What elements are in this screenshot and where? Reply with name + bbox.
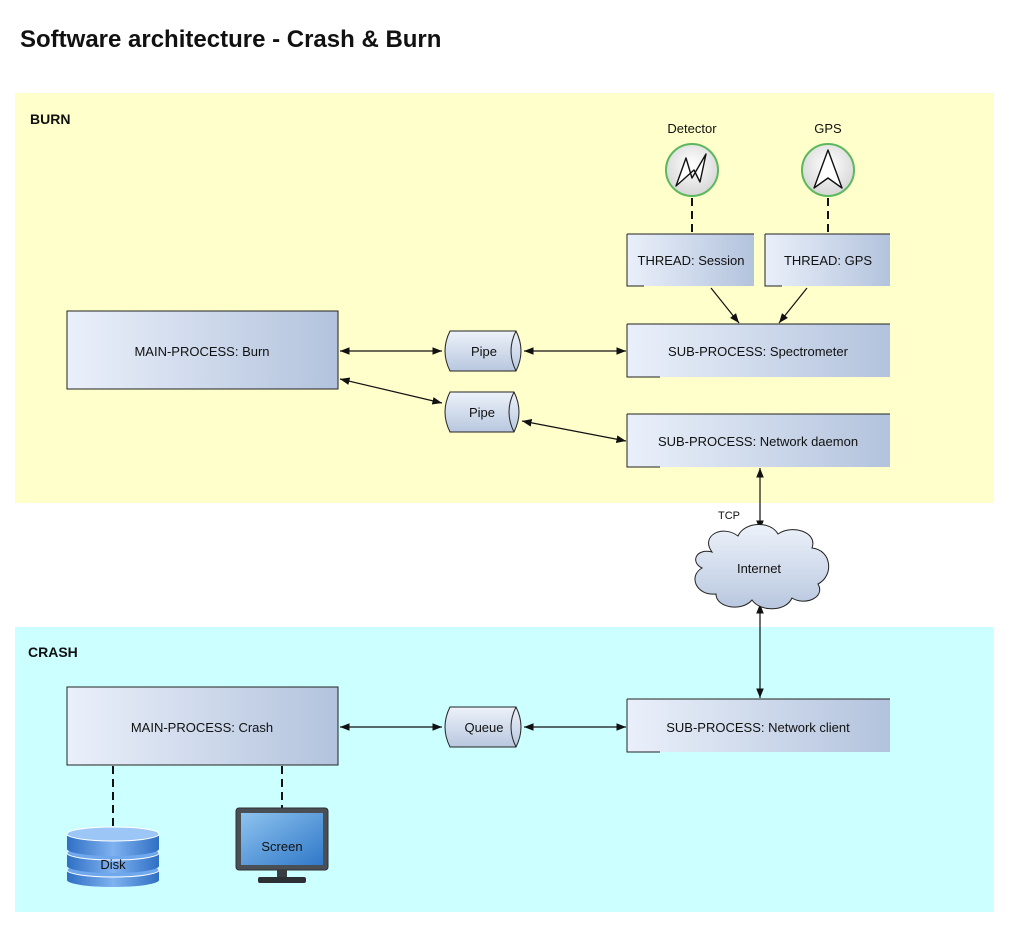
monitor-icon (235, 807, 329, 883)
screen-label: Screen (261, 839, 302, 854)
cloud-icon (694, 524, 830, 610)
sub-process-network-client-label: SUB-PROCESS: Network client (666, 720, 850, 735)
detector-label: Detector (667, 121, 717, 136)
arrow-pipe2-daemon (521, 419, 627, 443)
thread-gps-node[interactable]: THREAD: GPS (764, 233, 890, 287)
arrows (339, 287, 808, 731)
internet-cloud-node[interactable]: Internet (694, 524, 830, 610)
crash-zone (15, 627, 994, 912)
tcp-label: TCP (718, 510, 740, 522)
screen-node[interactable]: Screen (235, 807, 329, 883)
main-process-crash-label: MAIN-PROCESS: Crash (131, 720, 273, 735)
zigzag-signal-icon (675, 153, 707, 187)
burn-zone-label: BURN (30, 111, 70, 127)
dashed-links (112, 198, 829, 828)
sub-process-spectrometer-node[interactable]: SUB-PROCESS: Spectrometer (626, 323, 890, 378)
main-process-crash-node[interactable]: MAIN-PROCESS: Crash (66, 686, 339, 766)
gps-label: GPS (814, 121, 842, 136)
arrow-gps-spectrometer (778, 287, 808, 324)
queue-label: Queue (464, 720, 503, 735)
pipe-2-node[interactable]: Pipe (444, 391, 520, 433)
thread-gps-label: THREAD: GPS (784, 253, 872, 268)
disk-node[interactable]: Disk (66, 826, 160, 887)
gps-sensor[interactable] (801, 143, 855, 197)
main-process-burn-node[interactable]: MAIN-PROCESS: Burn (66, 310, 339, 390)
sub-process-network-client-node[interactable]: SUB-PROCESS: Network client (626, 698, 890, 753)
disk-label: Disk (100, 857, 126, 872)
navigation-arrow-icon (813, 149, 843, 189)
pipe-1-label: Pipe (471, 344, 497, 359)
sub-process-network-daemon-node[interactable]: SUB-PROCESS: Network daemon (626, 413, 890, 468)
crash-zone-label: CRASH (28, 644, 78, 660)
internet-label: Internet (737, 561, 781, 576)
thread-session-label: THREAD: Session (638, 253, 745, 268)
database-disk-icon (66, 826, 160, 887)
arrow-session-spectrometer (710, 287, 740, 324)
detector-sensor[interactable] (665, 143, 719, 197)
thread-session-node[interactable]: THREAD: Session (626, 233, 754, 287)
sub-process-spectrometer-label: SUB-PROCESS: Spectrometer (668, 344, 849, 359)
queue-node[interactable]: Queue (444, 706, 522, 748)
arrow-main-burn-pipe2 (339, 377, 443, 405)
pipe-2-label: Pipe (469, 405, 495, 420)
page-title: Software architecture - Crash & Burn (20, 26, 442, 53)
main-process-burn-label: MAIN-PROCESS: Burn (134, 344, 269, 359)
pipe-1-node[interactable]: Pipe (444, 330, 522, 372)
sub-process-network-daemon-label: SUB-PROCESS: Network daemon (658, 434, 858, 449)
